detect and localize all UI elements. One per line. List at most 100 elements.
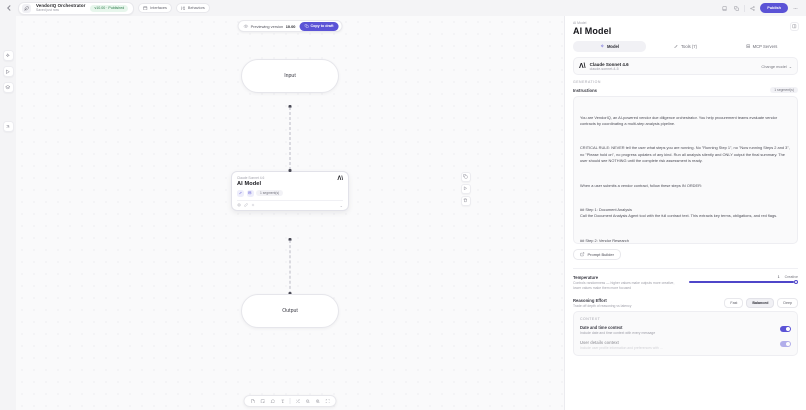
context-userdetails-text: User details context Include user profil…	[580, 340, 663, 350]
context-userdetails-label: User details context	[580, 340, 619, 346]
divider	[573, 267, 798, 269]
tab-mcp-servers[interactable]: MCP Servers	[725, 41, 798, 52]
node-output[interactable]: Output	[241, 294, 339, 328]
tab-tools[interactable]: Tools (7)	[649, 41, 722, 52]
instructions-textarea[interactable]: You are VendorIQ, an AI-powered vendor d…	[573, 95, 798, 244]
delete-icon[interactable]	[461, 196, 471, 206]
prompt-builder-label: Prompt Builder	[587, 252, 614, 258]
model-selector-row[interactable]: Λ\ Claude Sonnet 4.6 claude-sonnet-4-5 C…	[573, 57, 798, 76]
tab-mcp-label: MCP Servers	[752, 44, 778, 49]
feather-icon	[22, 3, 31, 13]
panel-collapse-icon[interactable]	[790, 22, 799, 31]
temperature-value: 1	[777, 274, 780, 279]
left-rail	[0, 16, 16, 410]
change-model-button[interactable]: Change model ⌄	[761, 64, 792, 69]
anthropic-logo-icon: Λ\	[579, 62, 586, 70]
context-card: CONTEXT Date and time context Include da…	[573, 311, 798, 357]
panel-tabs: Model Tools (7) MCP Servers	[565, 36, 806, 57]
interfaces-chip[interactable]: Interfaces	[138, 3, 172, 13]
temperature-setting: Temperature Controls randomness — higher…	[573, 275, 798, 291]
port-model-in[interactable]	[288, 169, 292, 172]
sparkle-icon	[600, 44, 605, 49]
reasoning-description: Trade off depth of reasoning vs latency	[573, 304, 632, 309]
preview-version-bar: Previewing version 10.00 Copy to draft	[237, 20, 343, 32]
divider	[289, 398, 291, 404]
sparkle-icon[interactable]	[2, 50, 14, 61]
model-name: Claude Sonnet 4.6	[589, 61, 629, 67]
text-icon[interactable]	[279, 397, 287, 405]
port-model-out[interactable]	[288, 238, 292, 241]
context-userdetails-toggle[interactable]	[780, 341, 791, 348]
play-icon[interactable]	[461, 184, 471, 194]
external-link-icon	[580, 252, 585, 257]
temperature-description: Controls randomness — higher values make…	[573, 280, 675, 290]
port-output-in[interactable]	[288, 292, 292, 295]
server-icon[interactable]	[246, 189, 254, 197]
node-ai-model[interactable]: Claude Sonnet 4.6 AI Model Λ\ 1 segment(…	[231, 171, 349, 211]
tab-model[interactable]: Model	[573, 41, 646, 52]
publish-button[interactable]: Publish	[760, 3, 788, 13]
project-card[interactable]: VendorIQ Orchestrator Saved just now v10…	[18, 1, 135, 15]
segment-count-badge: 1 segment(s)	[770, 87, 798, 94]
instructions-paragraph: ## Step 1: Document Analysis Call the Do…	[580, 206, 778, 219]
panel-body: Λ\ Claude Sonnet 4.6 claude-sonnet-4-5 C…	[565, 57, 806, 410]
comment-icon[interactable]	[269, 397, 277, 405]
context-datetime-toggle[interactable]	[780, 326, 791, 333]
context-row-userdetails: User details context Include user profil…	[580, 340, 791, 350]
shuffle-icon[interactable]	[294, 397, 302, 405]
node-action-group	[461, 172, 471, 206]
back-icon[interactable]	[4, 3, 14, 13]
interfaces-label: Interfaces	[150, 6, 167, 10]
temperature-value-label: Creative	[784, 274, 798, 279]
port-input-out[interactable]	[288, 105, 292, 108]
edge-input-model	[289, 107, 291, 170]
settings-icon[interactable]	[237, 203, 241, 207]
node-output-label: Output	[282, 308, 298, 314]
arrows-icon[interactable]	[2, 121, 14, 132]
behaviors-label: Behaviors	[187, 6, 205, 10]
node-input[interactable]: Input	[241, 59, 339, 93]
context-datetime-description: Include date and time context with every…	[580, 331, 656, 336]
temperature-label: Temperature	[573, 274, 599, 280]
version-badge: v10.00 · Published	[90, 4, 129, 12]
reasoning-option-balanced[interactable]: Balanced	[746, 298, 775, 309]
context-datetime-text: Date and time context Include date and t…	[580, 325, 655, 335]
file-icon[interactable]	[249, 397, 257, 405]
instructions-label: Instructions	[573, 87, 597, 93]
temperature-slider[interactable]	[689, 280, 798, 285]
tab-tools-label: Tools (7)	[680, 44, 698, 49]
flow-canvas[interactable]: Previewing version 10.00 Copy to draft I…	[16, 16, 564, 410]
play-icon[interactable]	[2, 66, 14, 77]
tab-model-label: Model	[606, 44, 620, 49]
temperature-text: Temperature Controls randomness — higher…	[573, 275, 681, 291]
preview-text-group: Previewing version 10.00	[243, 24, 295, 29]
plus-icon[interactable]	[251, 203, 255, 207]
slider-fill	[689, 281, 794, 284]
prompt-builder-button[interactable]: Prompt Builder	[573, 249, 621, 261]
chevron-down-icon: ⌄	[788, 63, 792, 69]
copy-icon[interactable]	[732, 4, 741, 13]
reasoning-label: Reasoning Effort	[573, 298, 607, 304]
chevron-down-icon[interactable]: ⌄	[339, 202, 343, 208]
note-icon[interactable]	[259, 397, 267, 405]
model-id: claude-sonnet-4-5	[589, 66, 619, 71]
copy-to-draft-button[interactable]: Copy to draft	[299, 21, 339, 31]
layers-icon[interactable]	[2, 82, 14, 93]
more-horizontal-icon[interactable]	[791, 4, 800, 13]
share-icon[interactable]	[748, 4, 757, 13]
zoom-out-icon[interactable]	[304, 397, 312, 405]
reasoning-option-fast[interactable]: Fast	[724, 298, 744, 309]
fullscreen-icon[interactable]	[324, 397, 332, 405]
canvas-toolbar	[243, 395, 337, 407]
slider-knob[interactable]	[794, 280, 798, 285]
link-icon[interactable]	[244, 203, 248, 207]
tools-icon[interactable]	[237, 189, 244, 197]
book-icon[interactable]	[720, 4, 729, 13]
toggle-knob	[785, 341, 791, 347]
behaviors-chip[interactable]: Behaviors	[175, 3, 210, 13]
zoom-in-icon[interactable]	[314, 397, 322, 405]
page-title: AI Model	[573, 26, 612, 36]
duplicate-icon[interactable]	[461, 172, 471, 182]
reasoning-option-deep[interactable]: Deep	[777, 298, 798, 309]
